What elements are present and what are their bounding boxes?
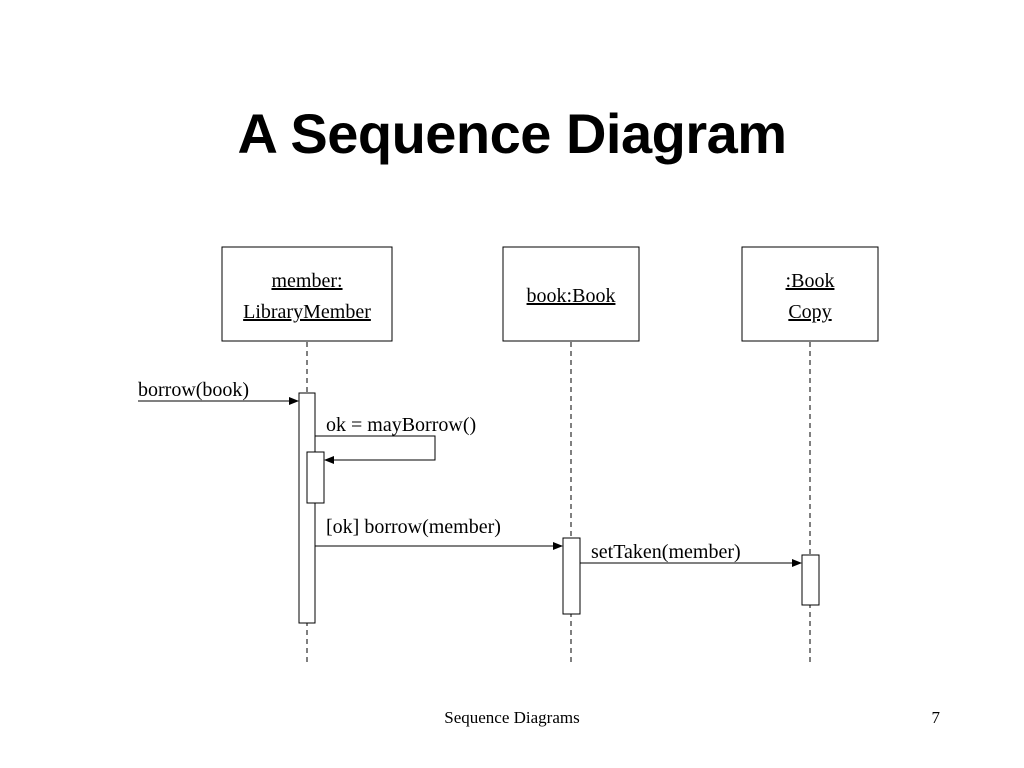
page-number: 7 xyxy=(931,708,941,727)
book-object-label: book:Book xyxy=(527,285,616,307)
member-object-box xyxy=(221,246,393,342)
copy-activation xyxy=(801,554,820,606)
borrow-message-label: borrow(book) xyxy=(138,379,249,401)
book-object-box xyxy=(502,246,640,342)
slide-title: A Sequence Diagram xyxy=(237,102,787,165)
may-borrow-message-label: ok = mayBorrow() xyxy=(326,414,476,436)
member-object-label-line1: member: xyxy=(271,270,342,292)
copy-object-label-line1: :Book xyxy=(786,270,835,292)
book-activation xyxy=(562,537,581,615)
member-object-label-line2: LibraryMember xyxy=(243,301,371,323)
copy-object: :Book Copy xyxy=(741,246,879,342)
member-nested-activation xyxy=(306,451,325,504)
book-object: book:Book xyxy=(502,246,640,342)
member-activation xyxy=(298,392,316,624)
copy-object-box xyxy=(741,246,879,342)
slide-footer: Sequence Diagrams xyxy=(444,708,580,727)
may-borrow-message-arrow xyxy=(315,435,436,464)
member-object: member: LibraryMember xyxy=(221,246,393,342)
borrow-member-message-label: [ok] borrow(member) xyxy=(326,516,501,538)
copy-object-label-line2: Copy xyxy=(788,301,831,323)
set-taken-message-label: setTaken(member) xyxy=(591,541,741,563)
